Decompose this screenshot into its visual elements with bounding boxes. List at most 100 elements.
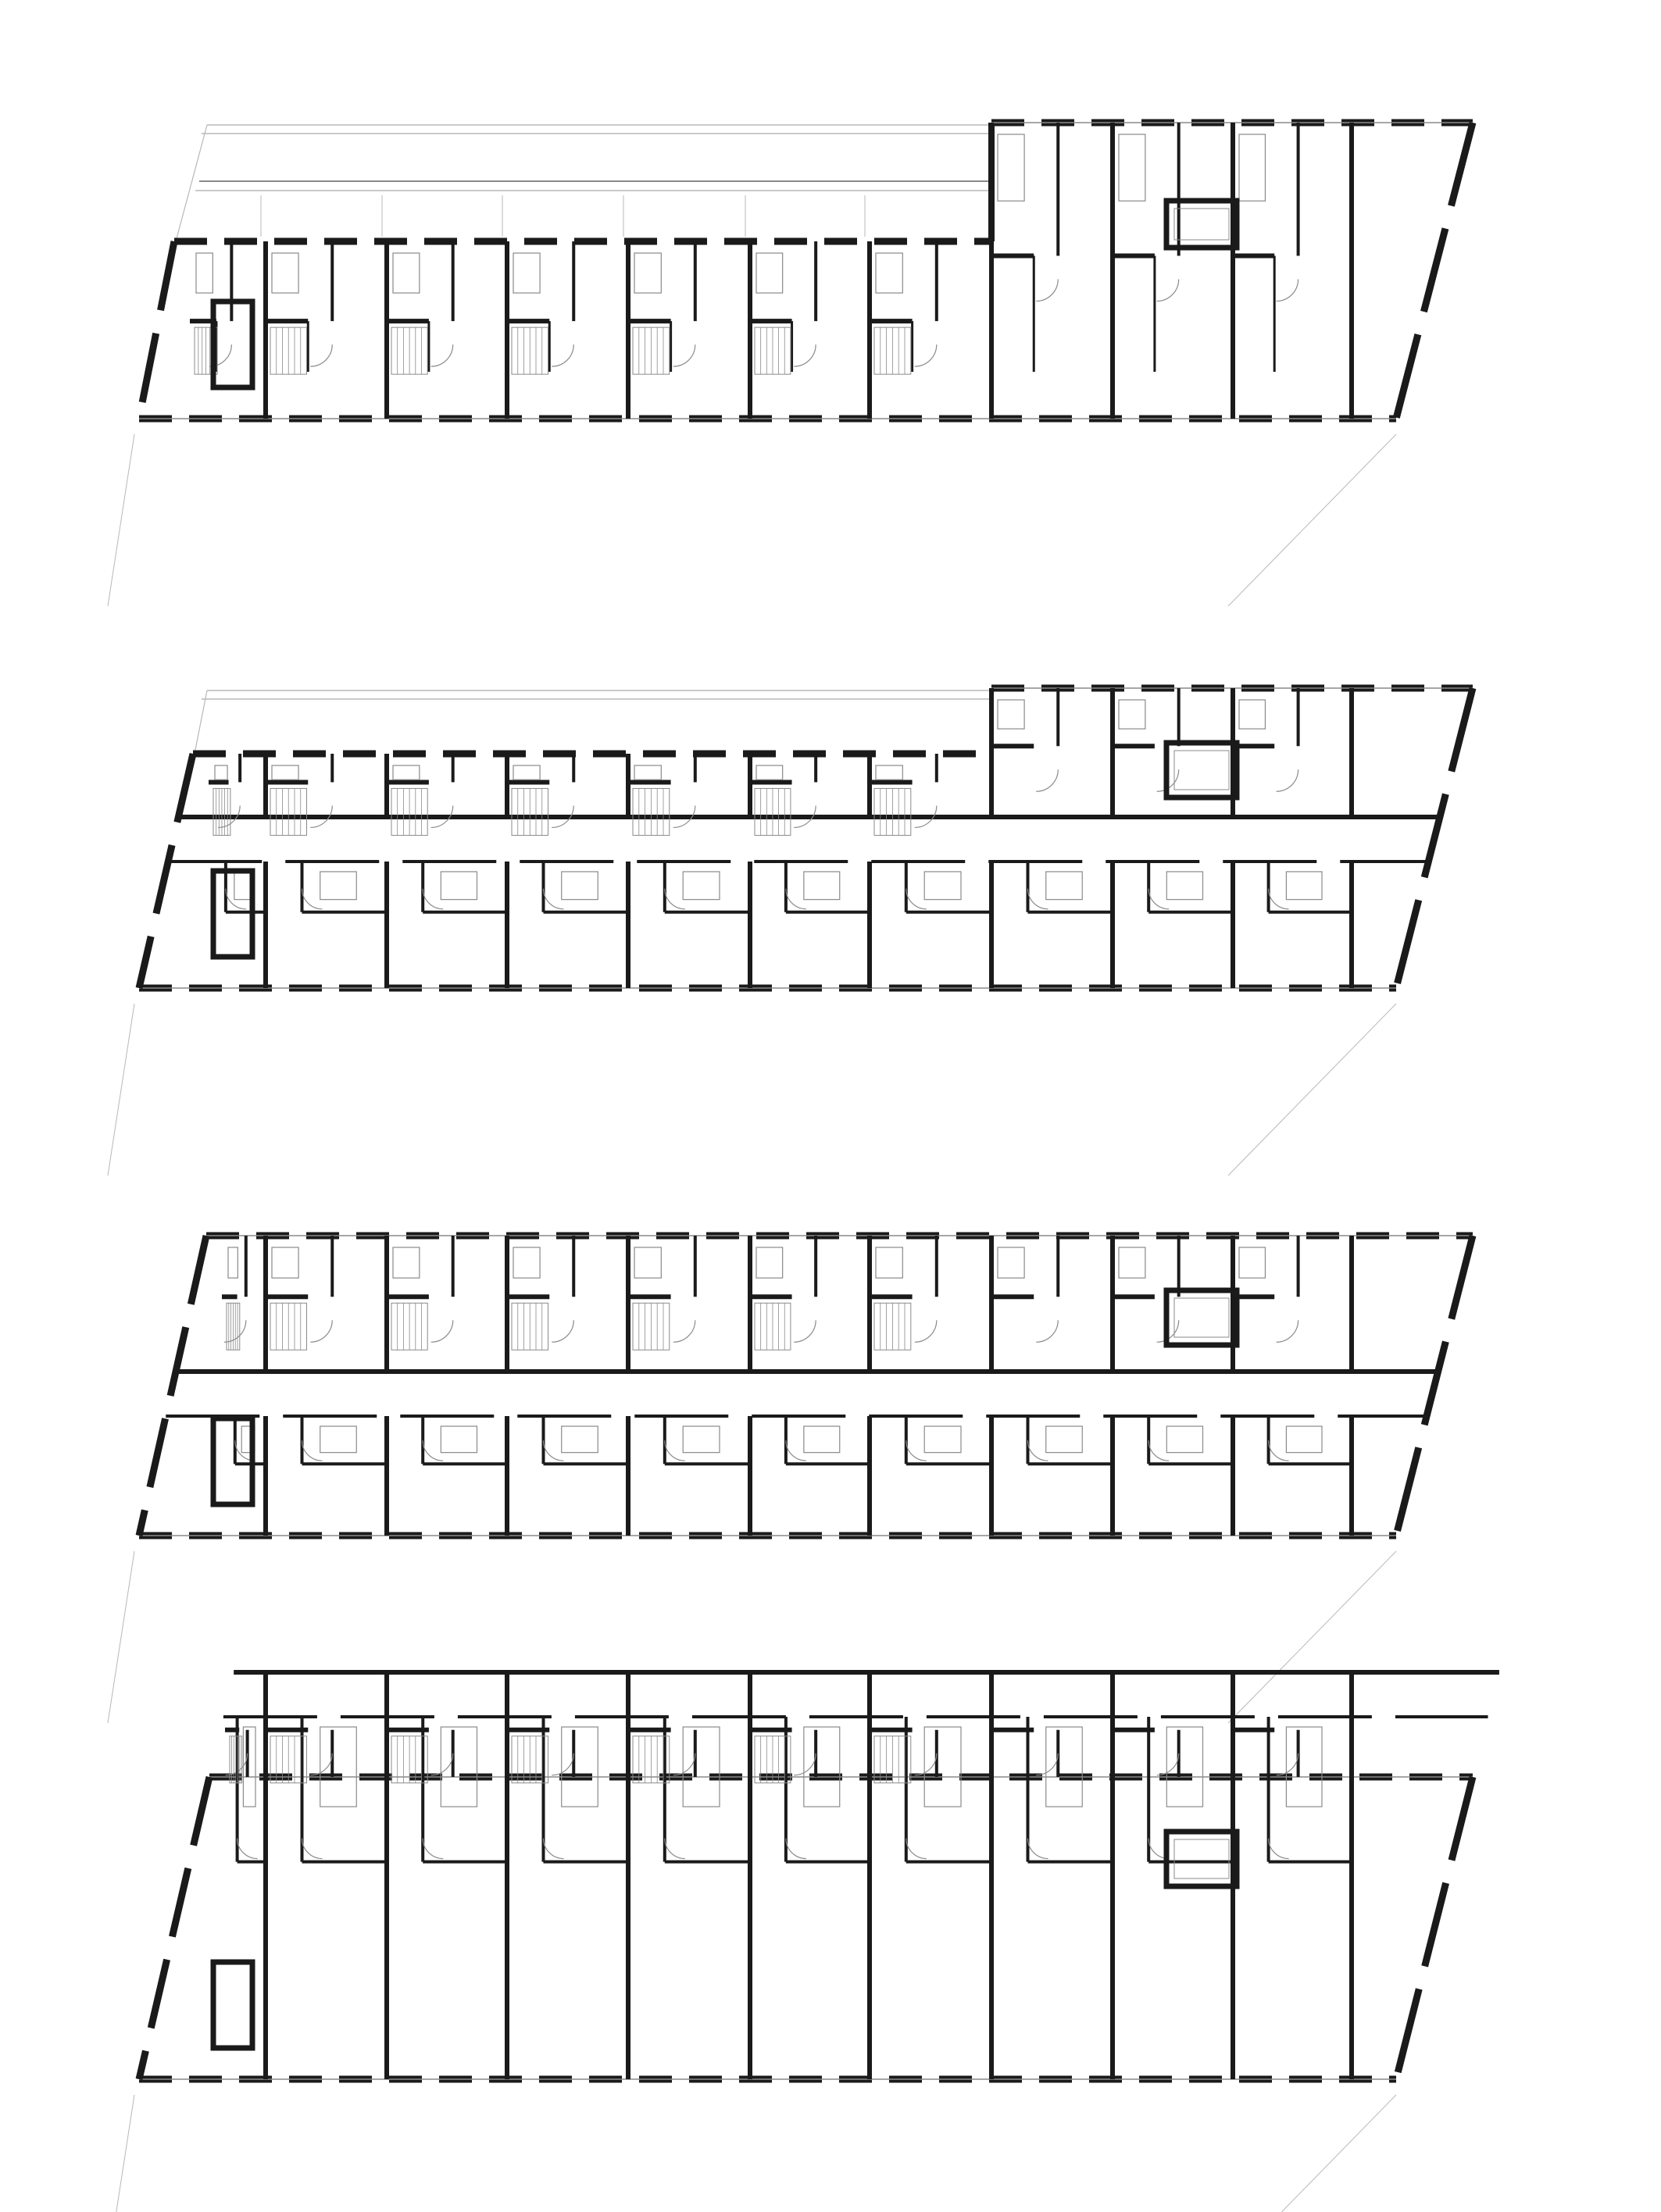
bathroom-fixture: [1285, 871, 1323, 901]
door-swing: [1276, 1753, 1299, 1776]
door-swing: [237, 1838, 258, 1860]
door-swing: [422, 888, 444, 910]
exterior-wall-right: [1392, 121, 1477, 420]
door-swing: [1148, 1440, 1170, 1461]
bathroom-fixture: [682, 1425, 720, 1454]
bathtub-fixture: [634, 765, 662, 780]
door-swing: [301, 888, 323, 910]
lift-shaft: [210, 298, 255, 391]
bathtub-fixture: [1238, 134, 1266, 202]
bathroom-fixture: [1166, 871, 1204, 901]
bathtub-fixture: [997, 1247, 1025, 1279]
exterior-wall-right: [1392, 687, 1477, 990]
bathtub-fixture: [392, 765, 420, 780]
site-lead-line: [107, 433, 135, 607]
floor-plan-1: [107, 119, 1477, 607]
door-swing: [794, 1753, 816, 1776]
bathtub-fixture: [271, 765, 299, 780]
bathtub-fixture: [875, 765, 903, 780]
door-swing: [430, 805, 454, 829]
door-swing: [310, 1320, 333, 1343]
door-swing: [225, 1753, 248, 1776]
bathroom-fixture: [1285, 1726, 1323, 1807]
bathtub-fixture: [513, 252, 541, 294]
door-swing: [430, 1753, 454, 1776]
door-swing: [906, 888, 927, 910]
door-swing: [1156, 1753, 1180, 1776]
door-swing: [664, 888, 685, 910]
bathroom-fixture: [1045, 1425, 1083, 1454]
floor-plan-4: [116, 1670, 1499, 2212]
lift-shaft: [210, 1415, 255, 1507]
site-lead-line: [116, 2094, 135, 2212]
bathtub-fixture: [392, 1247, 420, 1279]
bathroom-fixture: [1045, 1726, 1083, 1807]
door-swing: [552, 344, 574, 367]
exterior-wall-left: [135, 1775, 213, 2081]
door-swing: [422, 1440, 444, 1461]
bathroom-fixture: [561, 1726, 598, 1807]
balcony-edge-line: [175, 124, 208, 242]
door-swing: [1268, 888, 1289, 910]
exterior-wall-right: [1392, 1775, 1477, 2081]
lift-shaft: [210, 1959, 255, 2051]
bathtub-fixture: [214, 765, 228, 780]
bathtub-fixture: [755, 252, 784, 294]
door-swing: [1276, 1320, 1299, 1343]
bathroom-fixture: [682, 1726, 720, 1807]
exterior-wall-left: [135, 1235, 210, 1536]
bathroom-fixture: [923, 871, 962, 901]
bathroom-fixture: [923, 1726, 962, 1807]
exterior-wall-left: [135, 752, 197, 990]
bathroom-fixture: [234, 871, 252, 901]
bathroom-fixture: [320, 871, 357, 901]
bathroom-fixture: [440, 871, 478, 901]
bathroom-fixture: [440, 1425, 478, 1454]
door-swing: [1036, 1753, 1059, 1776]
bathroom-fixture: [803, 871, 841, 901]
door-swing: [310, 344, 333, 367]
site-lead-line: [1227, 433, 1397, 607]
door-swing: [1156, 769, 1180, 792]
door-swing: [422, 1838, 444, 1860]
door-swing: [552, 1753, 574, 1776]
door-swing: [223, 1320, 247, 1343]
bathtub-fixture: [195, 252, 213, 294]
door-swing: [914, 344, 938, 367]
site-lead-line: [1227, 1003, 1397, 1176]
bathtub-fixture: [1118, 134, 1146, 202]
door-swing: [1268, 1838, 1289, 1860]
stair-core-inner: [1173, 1297, 1230, 1338]
door-swing: [794, 1320, 816, 1343]
door-swing: [1276, 769, 1299, 792]
stair-core-inner: [1173, 750, 1230, 790]
bathroom-fixture: [440, 1726, 478, 1807]
door-swing: [218, 805, 241, 829]
door-swing: [785, 1838, 806, 1860]
door-swing: [1268, 1440, 1289, 1461]
site-lead-line: [107, 1550, 135, 1724]
door-swing: [785, 1440, 806, 1461]
bathroom-fixture: [923, 1425, 962, 1454]
door-swing: [794, 344, 816, 367]
door-swing: [785, 888, 806, 910]
door-swing: [1036, 1320, 1059, 1343]
bathroom-fixture: [561, 1425, 598, 1454]
stair-core: [1163, 740, 1240, 801]
bathroom-fixture: [1285, 1425, 1323, 1454]
door-swing: [1036, 769, 1059, 792]
door-swing: [1276, 279, 1299, 302]
bathtub-fixture: [227, 1247, 238, 1279]
bathtub-fixture: [997, 699, 1025, 730]
door-swing: [1027, 888, 1048, 910]
door-swing: [542, 1440, 564, 1461]
door-swing: [906, 1440, 927, 1461]
bathtub-fixture: [755, 765, 784, 780]
door-swing: [310, 805, 333, 829]
bathroom-fixture: [1166, 1425, 1204, 1454]
bathtub-fixture: [271, 252, 299, 294]
exterior-wall-right: [1392, 1234, 1477, 1537]
lift-shaft: [210, 868, 255, 960]
door-swing: [664, 1838, 685, 1860]
